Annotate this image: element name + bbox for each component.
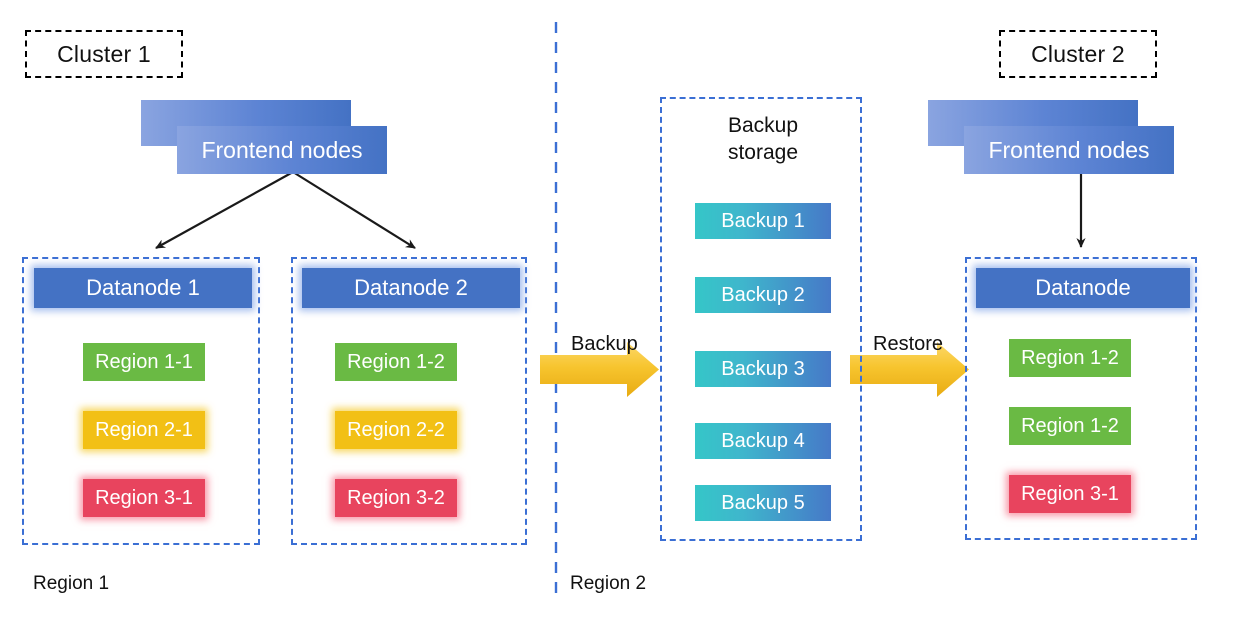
cluster2-region-1[interactable]: Region 1-2 xyxy=(1009,407,1131,445)
region1-label: Region 1 xyxy=(33,573,110,594)
frontend-front-plate: Frontend nodes xyxy=(177,126,387,174)
cluster2-frontend-nodes[interactable]: Frontend nodes xyxy=(928,100,1174,174)
restore-flow-label: Restore xyxy=(873,333,944,355)
region2-label: Region 2 xyxy=(570,573,647,594)
cluster1-title-text: Cluster 1 xyxy=(57,40,151,67)
cluster2-region-0[interactable]: Region 1-2 xyxy=(1009,339,1131,377)
backup-storage-title: Backup storage xyxy=(727,114,799,164)
region-label: Region 1-1 xyxy=(95,350,193,373)
datanode2-region-2[interactable]: Region 3-2 xyxy=(335,479,457,517)
backup-item-4[interactable]: Backup 5 xyxy=(695,485,831,521)
backup-item-1[interactable]: Backup 2 xyxy=(695,277,831,313)
datanode2-region-1[interactable]: Region 2-2 xyxy=(335,411,457,449)
backup-item-3[interactable]: Backup 4 xyxy=(695,423,831,459)
datanode2-header[interactable]: Datanode 2 xyxy=(302,268,520,308)
datanode1-header[interactable]: Datanode 1 xyxy=(34,268,252,308)
datanode1-region-1[interactable]: Region 2-1 xyxy=(83,411,205,449)
cluster2-datanode-container[interactable]: Datanode Region 1-2 Region 1-2 Region 3-… xyxy=(965,257,1197,540)
backup-item-label: Backup 3 xyxy=(721,357,805,380)
backup-item-0[interactable]: Backup 1 xyxy=(695,203,831,239)
cluster1-frontend-nodes[interactable]: Frontend nodes xyxy=(141,100,387,174)
backup-item-label: Backup 4 xyxy=(721,429,805,452)
backup-storage-container[interactable]: Backup storage Backup 1 Backup 2 Backup … xyxy=(660,97,862,541)
region-label: Region 1-2 xyxy=(347,350,445,373)
region-label: Region 2-1 xyxy=(95,418,193,441)
backup-flow-label: Backup xyxy=(571,333,638,355)
cluster1-frontend-label: Frontend nodes xyxy=(201,136,363,163)
region-label: Region 1-2 xyxy=(1021,346,1119,369)
cluster2-datanode-header[interactable]: Datanode xyxy=(976,268,1190,308)
datanode2-region-0[interactable]: Region 1-2 xyxy=(335,343,457,381)
backup-item-2[interactable]: Backup 3 xyxy=(695,351,831,387)
cluster2-region-2[interactable]: Region 3-1 xyxy=(1009,475,1131,513)
cluster1-title-box: Cluster 1 xyxy=(25,30,183,78)
cluster2-title-text: Cluster 2 xyxy=(1031,40,1125,67)
datanode2-container[interactable]: Datanode 2 Region 1-2 Region 2-2 Region … xyxy=(291,257,527,545)
region-label: Region 3-2 xyxy=(347,486,445,509)
region-label: Region 3-1 xyxy=(1021,482,1119,505)
backup-item-label: Backup 1 xyxy=(721,209,805,232)
cluster2-datanode-header-label: Datanode xyxy=(1035,275,1131,300)
datanode2-header-label: Datanode 2 xyxy=(354,275,468,300)
datanode1-container[interactable]: Datanode 1 Region 1-1 Region 2-1 Region … xyxy=(22,257,260,545)
region-label: Region 1-2 xyxy=(1021,414,1119,437)
region-label: Region 3-1 xyxy=(95,486,193,509)
cluster2-title-box: Cluster 2 xyxy=(999,30,1157,78)
backup-item-label: Backup 2 xyxy=(721,283,805,306)
datanode1-header-label: Datanode 1 xyxy=(86,275,200,300)
arrow-frontend-to-datanode1 xyxy=(155,171,294,249)
datanode1-region-0[interactable]: Region 1-1 xyxy=(83,343,205,381)
datanode1-region-2[interactable]: Region 3-1 xyxy=(83,479,205,517)
region-label: Region 2-2 xyxy=(347,418,445,441)
arrow-frontend-to-datanode2 xyxy=(292,171,416,249)
backup-item-label: Backup 5 xyxy=(721,491,805,514)
frontend-front-plate: Frontend nodes xyxy=(964,126,1174,174)
cluster2-frontend-label: Frontend nodes xyxy=(988,136,1150,163)
